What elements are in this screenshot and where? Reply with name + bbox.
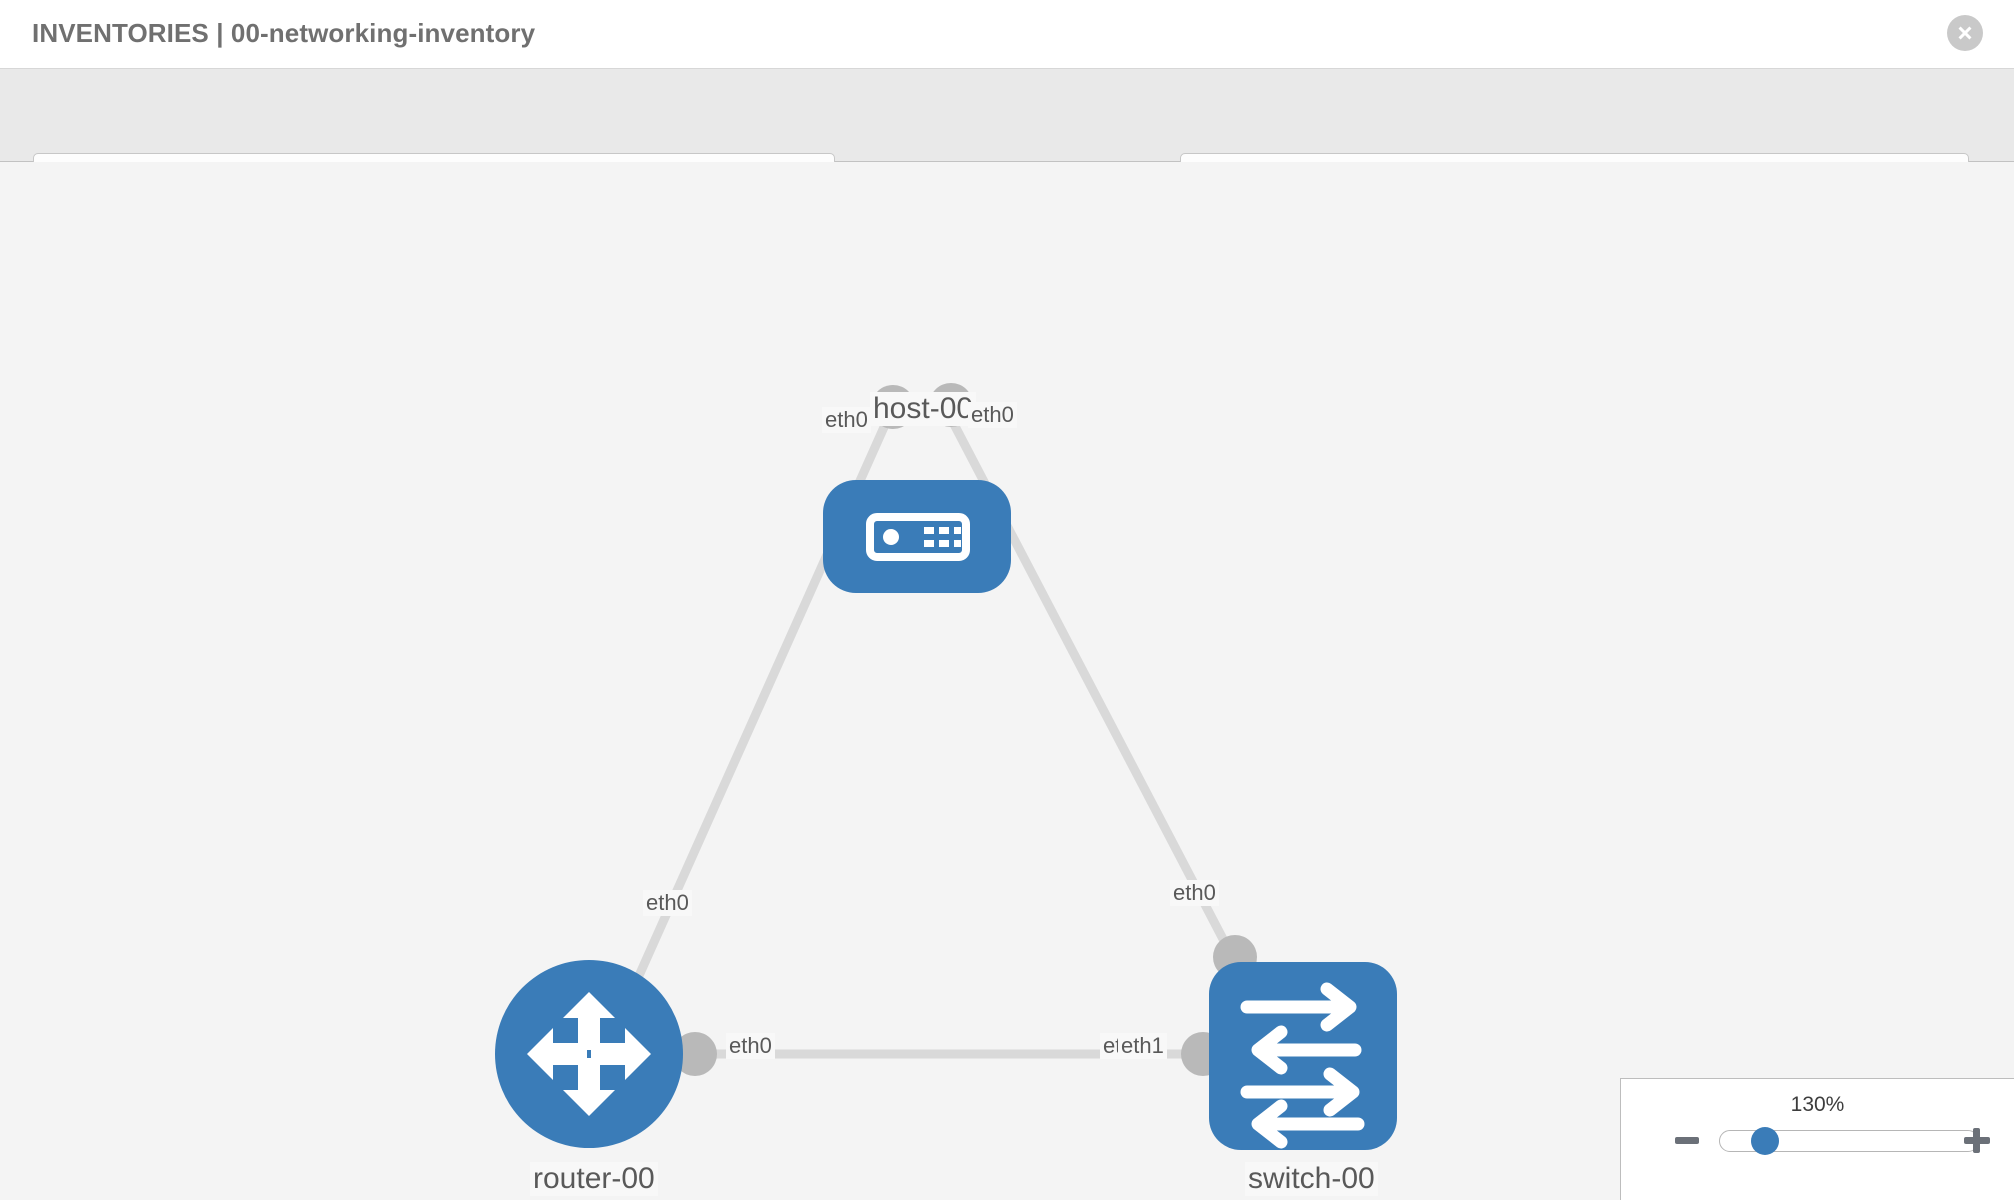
edge-label-switch-up: eth0 <box>1170 880 1219 906</box>
edge-label-host-right: eth0 <box>968 402 1017 428</box>
topology-graph <box>495 383 1397 1150</box>
node-host-shape <box>823 480 1011 593</box>
node-label-host: host-00 <box>870 392 977 426</box>
node-host-00 <box>823 480 1011 593</box>
edge-label-switch-left-b: eth1 <box>1118 1033 1167 1059</box>
node-label-router: router-00 <box>530 1162 658 1196</box>
topology-canvas[interactable]: host-00 router-00 switch-00 eth0 eth0 et… <box>0 162 2014 1200</box>
minus-icon[interactable] <box>1673 1125 1703 1155</box>
zoom-percentage: 130% <box>1790 1093 1845 1116</box>
close-icon[interactable] <box>1947 15 1983 51</box>
switch-arrows-icon <box>1240 982 1365 1149</box>
zoom-slider-thumb[interactable] <box>1751 1127 1779 1155</box>
node-label-switch: switch-00 <box>1245 1162 1378 1196</box>
server-icon <box>866 513 970 561</box>
node-router-00 <box>495 960 683 1148</box>
edge-label-router-up: eth0 <box>643 890 692 916</box>
window-header: INVENTORIES | 00-networking-inventory <box>0 0 2014 69</box>
handle-router-right <box>673 1032 717 1076</box>
edge-label-router-right: eth0 <box>726 1033 775 1059</box>
zoom-control-panel: 130% <box>1620 1078 2014 1200</box>
node-router-shape <box>495 960 683 1148</box>
router-arrows-icon <box>527 992 651 1116</box>
edge-label-host-left: eth0 <box>822 407 871 433</box>
plus-icon[interactable] <box>1962 1125 1992 1155</box>
page-title: INVENTORIES | 00-networking-inventory <box>32 18 536 48</box>
toolbar: ACTIONS SEARCH <box>0 69 2014 207</box>
node-switch-00 <box>1209 962 1397 1150</box>
